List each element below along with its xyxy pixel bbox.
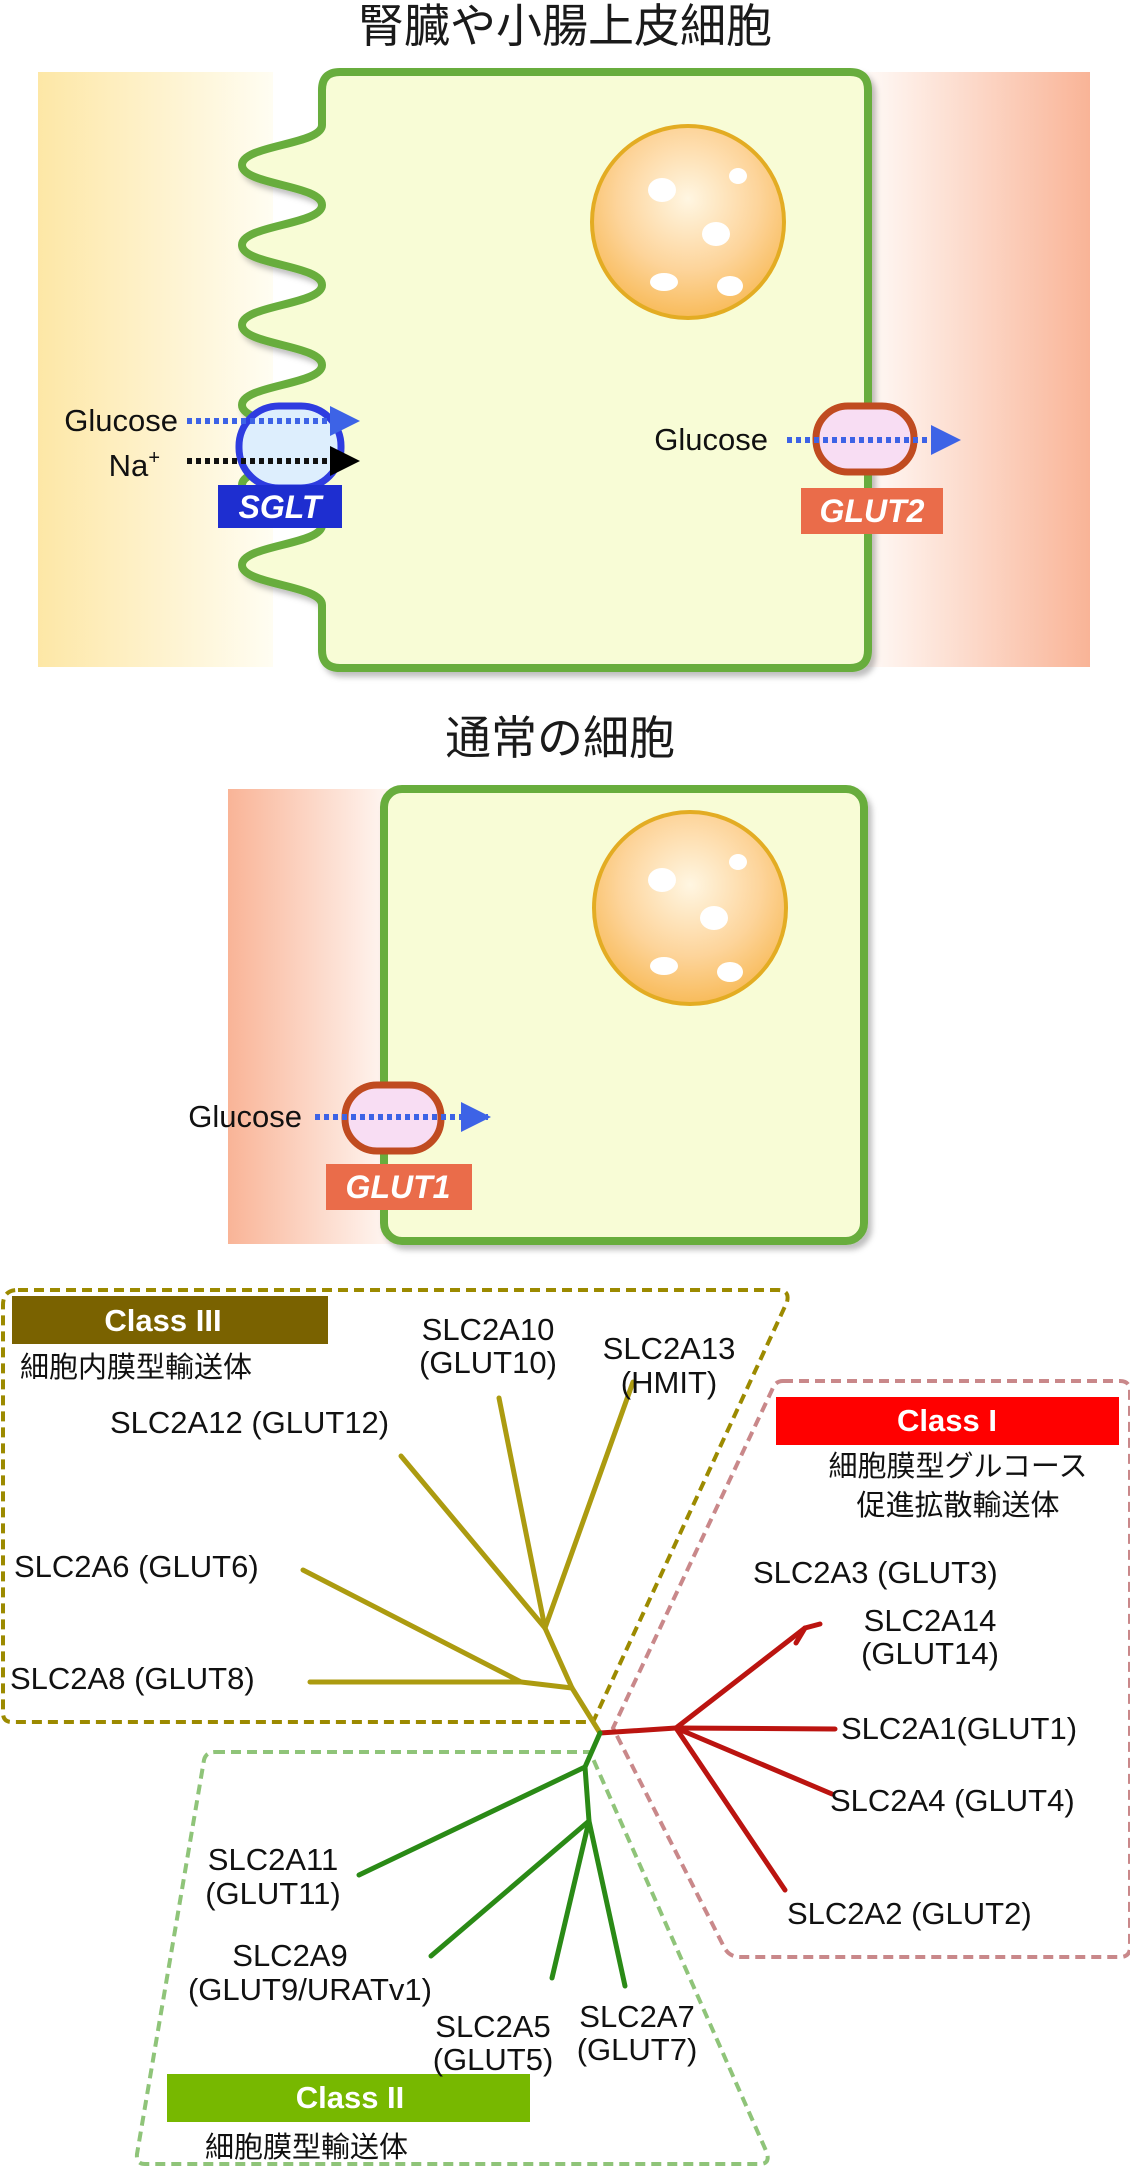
lumen-background bbox=[38, 72, 273, 667]
leaf-glut11: (GLUT11) bbox=[205, 1876, 341, 1911]
nucleus bbox=[590, 124, 786, 320]
leaf-slc2a7: SLC2A7 bbox=[579, 1999, 694, 2034]
glut1-badge bbox=[326, 1164, 472, 1210]
class1-description-line2: 促進拡散輸送体 bbox=[856, 1489, 1059, 1522]
leaf-slc2a6: SLC2A6 (GLUT6) bbox=[14, 1549, 259, 1584]
class3-region bbox=[1, 1288, 790, 1724]
epithelial-cell-membrane bbox=[238, 68, 872, 672]
leaf-slc2a1: SLC2A1(GLUT1) bbox=[841, 1711, 1077, 1746]
glut1-badge-label: GLUT1 bbox=[346, 1169, 451, 1205]
class1-branches bbox=[597, 1621, 838, 1893]
class3-title: Class III bbox=[104, 1303, 221, 1338]
leaf-glut5: (GLUT5) bbox=[433, 2042, 554, 2077]
sglt-badge-label: SGLT bbox=[239, 489, 324, 525]
class1-description-line1: 細胞膜型グルコース bbox=[829, 1450, 1088, 1483]
leaf-slc2a5: SLC2A5 bbox=[435, 2009, 550, 2044]
leaf-slc2a11: SLC2A11 bbox=[208, 1842, 338, 1877]
leaf-slc2a13: SLC2A13 bbox=[603, 1331, 736, 1366]
class1-title: Class I bbox=[897, 1403, 997, 1438]
leaf-glut7: (GLUT7) bbox=[577, 2032, 698, 2067]
leaf-slc2a3: SLC2A3 (GLUT3) bbox=[753, 1555, 998, 1590]
leaf-glut10: (GLUT10) bbox=[419, 1345, 557, 1380]
leaf-slc2a10: SLC2A10 bbox=[422, 1312, 555, 1347]
glucose-label-left: Glucose bbox=[64, 403, 178, 438]
normal-nucleus bbox=[592, 810, 788, 1006]
glut2-badge-label: GLUT2 bbox=[820, 493, 925, 529]
class1-header bbox=[776, 1397, 1119, 1445]
leaf-slc2a8: SLC2A8 (GLUT8) bbox=[10, 1661, 255, 1696]
leaf-hmit: (HMIT) bbox=[621, 1365, 717, 1400]
glut2-badge bbox=[801, 488, 943, 534]
normal-cell-panel: 通常の細胞 Glucose GLUT1 bbox=[188, 712, 868, 1245]
phylogenetic-tree: Class III 細胞内膜型輸送体 Class I 細胞膜型グルコース 促進拡… bbox=[1, 1288, 1130, 2166]
class2-header bbox=[167, 2074, 530, 2122]
class3-description: 細胞内膜型輸送体 bbox=[20, 1351, 252, 1384]
normal-cell-title: 通常の細胞 bbox=[445, 712, 675, 764]
class3-branches bbox=[300, 1379, 636, 1736]
epithelial-panel: 腎臓や小腸上皮細胞 Glucose Na+ SGLT Glucose GLUT2 bbox=[38, 0, 1090, 672]
class2-region bbox=[134, 1750, 770, 2166]
leaf-glut14: (GLUT14) bbox=[861, 1636, 999, 1671]
leaf-slc2a4: SLC2A4 (GLUT4) bbox=[830, 1783, 1075, 1818]
sglt-badge bbox=[218, 485, 342, 528]
glucose-label-normal: Glucose bbox=[188, 1099, 302, 1134]
blood-side-background bbox=[865, 72, 1090, 667]
leaf-slc2a12: SLC2A12 (GLUT12) bbox=[110, 1405, 389, 1440]
sodium-label: Na+ bbox=[109, 447, 160, 483]
leaf-slc2a2: SLC2A2 (GLUT2) bbox=[787, 1896, 1032, 1931]
leaf-slc2a14: SLC2A14 bbox=[864, 1603, 997, 1638]
class2-branches bbox=[356, 1730, 628, 1989]
class2-description: 細胞膜型輸送体 bbox=[205, 2131, 408, 2164]
leaf-slc2a9: SLC2A9 bbox=[232, 1938, 347, 1973]
class3-header bbox=[12, 1296, 328, 1344]
class2-title: Class II bbox=[296, 2080, 405, 2115]
leaf-glut9-uratv1: (GLUT9/URATv1) bbox=[188, 1972, 432, 2007]
epithelial-title: 腎臓や小腸上皮細胞 bbox=[358, 0, 772, 52]
glucose-label-right: Glucose bbox=[654, 422, 768, 457]
